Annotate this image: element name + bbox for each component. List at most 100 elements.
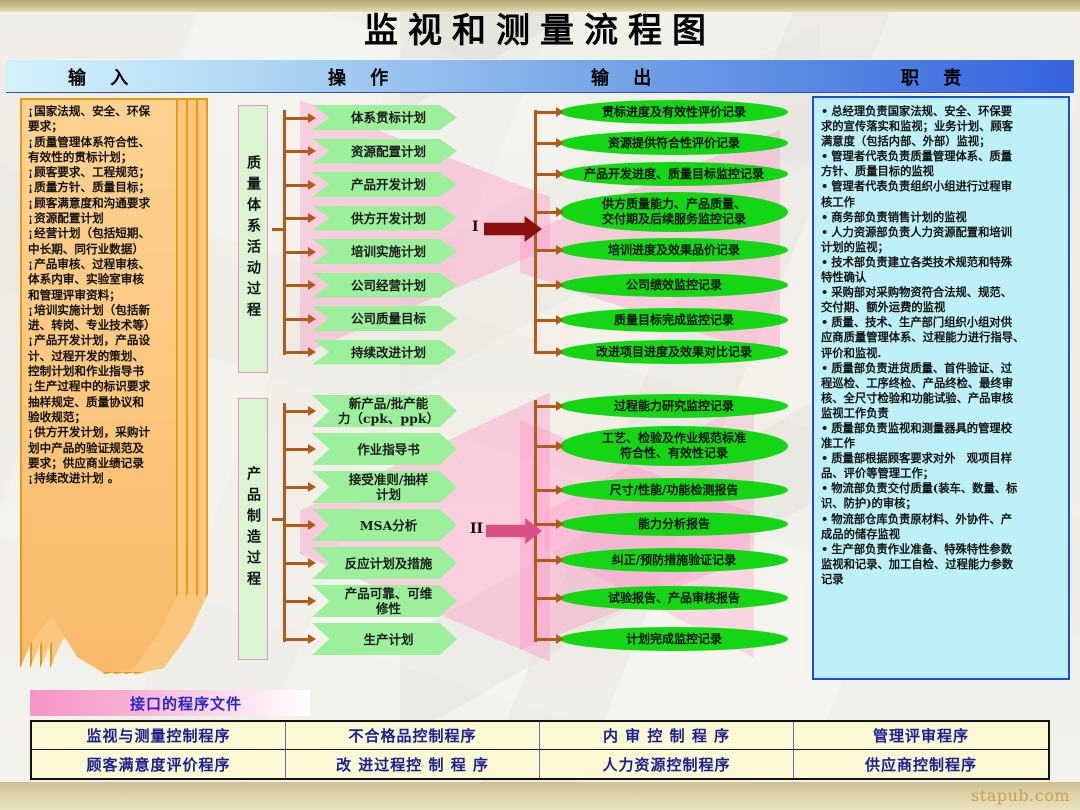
responsibility-line: 评价和监视. — [821, 345, 882, 360]
output-record-pill[interactable]: 纠正/预防措施验证记录 — [560, 548, 788, 572]
activity-chevron[interactable]: 培训实施计划 — [312, 239, 457, 264]
responsibility-line: 质量、技术、生产部门组织小组对供 — [821, 315, 1061, 330]
header-output: 输 出 — [591, 68, 661, 89]
input-line: 生产过程中的标识要求 — [28, 379, 220, 394]
output-record-pill[interactable]: 资源提供符合性评价记录 — [560, 131, 788, 155]
output-record-pill[interactable]: 培训进度及效果品价记录 — [560, 238, 788, 262]
stage-1-marker: I — [472, 219, 479, 235]
responsibility-line: 特性确认 — [821, 270, 867, 285]
output-record-pill[interactable]: 质量目标完成监控记录 — [560, 308, 788, 332]
output-connector-arrowhead — [556, 593, 564, 603]
output-record-pill[interactable]: 工艺、检验及作业规范标准符合性、有效性记录 — [560, 426, 788, 466]
input-line: 验收规范； — [28, 409, 86, 424]
output-connector-arrowhead — [556, 207, 564, 217]
activity-chevron[interactable]: 接受准则/抽样计划 — [312, 471, 457, 503]
input-line: 抽样规定、质量协议和 — [28, 394, 144, 409]
page-title: 监视和测量流程图 — [364, 11, 716, 51]
input-line: 计、过程开发的策划、 — [28, 348, 144, 363]
output-record-pill[interactable]: 改进项目进度及效果对比记录 — [560, 340, 788, 364]
responsibility-line: 生产部负责作业准备、特殊特性参数 — [821, 542, 1061, 557]
procedure-table-cell[interactable]: 顾客满意度评价程序 — [32, 750, 286, 778]
stage-2-marker: II — [470, 521, 484, 537]
activity-chevron[interactable]: 供方开发计划 — [312, 205, 457, 231]
input-document-stack: 国家法规、安全、环保要求；质量管理体系符合性、有效性的贯标计划；顾客要求、工程规… — [18, 98, 208, 678]
activity-chevron[interactable]: 作业指导书 — [312, 433, 457, 465]
activity-connector-line — [286, 486, 310, 489]
procedure-table-cell[interactable]: 改 进过程控 制 程 序 — [286, 750, 540, 778]
activity-chevron[interactable]: 持续改进计划 — [312, 339, 457, 365]
activity-chevron[interactable]: 公司质量目标 — [312, 306, 457, 331]
process-group-1-label-text: 质量体系活动过程 — [245, 155, 261, 323]
procedure-table-cell[interactable]: 管理评审程序 — [794, 722, 1048, 750]
input-line: 资源配置计划 — [28, 211, 220, 226]
activity-chevron[interactable]: 产品可靠、可维修性 — [312, 585, 457, 617]
output-record-pill[interactable]: 计划完成监控记录 — [560, 627, 788, 651]
procedure-table-cell[interactable]: 内 审 控 制 程 序 — [540, 722, 794, 750]
group1-feed-line — [272, 228, 286, 231]
procedure-table-cell[interactable]: 不合格品控制程序 — [286, 722, 540, 750]
input-line: 质量方针、质量目标； — [28, 180, 220, 195]
responsibility-line: 求的宣传落实和监视；业务计划、顾客 — [821, 119, 1014, 134]
activity-connector-line — [286, 284, 310, 287]
output-connector-line — [534, 284, 558, 287]
process-group-1-label: 质量体系活动过程 — [238, 105, 268, 373]
activity-chevron[interactable]: MSA分析 — [312, 509, 457, 541]
output-record-pill[interactable]: 贯标进度及有效性评价记录 — [560, 100, 788, 124]
activity-connector-line — [286, 638, 310, 641]
output-record-pill[interactable]: 公司绩效监控记录 — [560, 273, 788, 297]
interface-procedure-label-text: 接口的程序文件 — [130, 694, 243, 713]
output-connector-arrowhead — [556, 555, 564, 565]
activity-connector-arrowhead — [308, 634, 316, 644]
output-record-pill[interactable]: 试验报告、产品审核报告 — [560, 586, 788, 610]
activity-connector-line — [286, 150, 310, 153]
activity-connector-line — [286, 448, 310, 451]
output-connector-arrowhead — [556, 315, 564, 325]
responsibility-line: 满意度（包括内部、外部）监视； — [821, 134, 991, 149]
activity-connector-arrowhead — [308, 406, 316, 416]
input-line: 体系内审、实验室审核 — [28, 272, 144, 287]
output-connector-line — [534, 559, 558, 562]
header-operation: 操 作 — [328, 68, 398, 89]
responsibility-list: 总经理负责国家法规、安全、环保要求的宣传落实和监视；业务计划、顾客满意度（包括内… — [821, 104, 1061, 587]
procedure-table-cell[interactable]: 人力资源控制程序 — [540, 750, 794, 778]
activity-connector-arrowhead — [308, 558, 316, 568]
output-connector-line — [534, 173, 558, 176]
activity-chevron[interactable]: 公司经营计划 — [312, 272, 457, 298]
procedure-table-cell[interactable]: 供应商控制程序 — [864, 755, 977, 774]
responsibility-line: 程巡检、工序终检、产品终检、最终审 — [821, 375, 1014, 390]
activity-chevron[interactable]: 生产计划 — [312, 623, 457, 655]
input-line: 中长期、同行业数据） — [28, 241, 144, 256]
activity-chevron[interactable]: 资源配置计划 — [312, 138, 457, 164]
procedure-table-cell[interactable]: 监视与测量控制程序 — [32, 722, 286, 750]
activity-connector-line — [286, 410, 310, 413]
responsibility-line: 总经理负责国家法规、安全、环保要 — [821, 104, 1061, 119]
output-record-pill[interactable]: 产品开发进度、质量目标监控记录 — [560, 162, 788, 186]
activity-chevron[interactable]: 体系贯标计划 — [312, 105, 457, 130]
output-record-pill[interactable]: 过程能力研究监控记录 — [560, 394, 788, 418]
activity-connector-arrowhead — [308, 482, 316, 492]
background-footer-strip — [0, 782, 1080, 810]
input-line: 要求； — [28, 119, 63, 134]
output-record-pill[interactable]: 尺寸/性能/功能检测报告 — [560, 478, 788, 502]
output-record-pill[interactable]: 供方质量能力、产品质量、交付期及后续服务监控记录 — [560, 192, 788, 232]
process-group-2-label-text: 产品制造过程 — [245, 466, 261, 592]
background-top-strip — [0, 0, 1080, 12]
column-header-band: 输 入 操 作 输 出 职 责 — [6, 59, 1074, 93]
output-connector-arrowhead — [556, 107, 564, 117]
activity-connector-arrowhead — [308, 179, 316, 190]
input-line: 顾客要求、工程规范； — [28, 165, 220, 180]
responsibility-line: 识、防护)的审核； — [821, 496, 917, 511]
output-record-pill[interactable]: 能力分析报告 — [560, 512, 788, 536]
activity-chevron[interactable]: 产品开发计划 — [312, 172, 457, 197]
activity-connector-line — [286, 524, 310, 527]
output-connector-line — [534, 351, 558, 354]
responsibility-line: 物流部仓库负责原材料、外协件、产 — [821, 512, 1061, 527]
activity-chevron[interactable]: 新产品/批产能力（cpk、ppk） — [312, 395, 457, 427]
header-input: 输 入 — [68, 68, 138, 89]
input-line: 国家法规、安全、环保 — [28, 104, 220, 119]
activity-chevron[interactable]: 反应计划及措施 — [312, 547, 457, 579]
activity-connector-arrowhead — [308, 596, 316, 606]
responsibility-line: 物流部负责交付质量(装车、数量、标 — [821, 481, 1061, 496]
input-line: 持续改进计划 。 — [28, 471, 220, 486]
